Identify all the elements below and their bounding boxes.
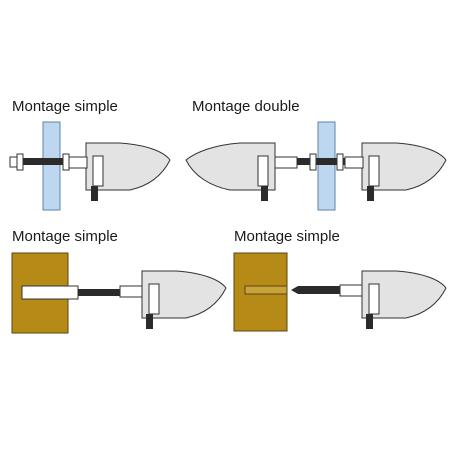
set-screw [146,314,153,329]
glass-panel [42,121,61,211]
connector-sleeve [119,285,143,298]
fitting-body [85,142,171,191]
connector-sleeve-right [344,156,364,169]
fitting-body-left [185,142,276,191]
caption-montage-double: Montage double [192,98,300,115]
connector-sleeve [68,156,88,169]
set-screw [91,186,98,201]
caption-montage-simple-screw: Montage simple [234,228,340,245]
set-screw-right [367,186,374,201]
connector-sleeve [339,284,363,297]
diagram-simple-screw [233,252,447,332]
clamp-block [92,155,104,187]
caption-montage-simple-glass: Montage simple [12,98,118,115]
caption-montage-simple-dowel: Montage simple [12,228,118,245]
diagram-simple-dowel [11,252,227,334]
glass-panel [317,121,336,211]
washer [309,153,317,171]
clamp-block-left [257,155,269,187]
threaded-bolt [297,158,347,165]
fitting-body-right [361,142,447,191]
clamp-block [368,283,380,315]
pilot-hole [244,285,288,295]
wood-screw [291,286,340,294]
wall-dowel [21,285,79,300]
threaded-bolt [22,158,69,165]
set-screw-left [261,186,268,201]
clamp-block [148,283,160,315]
threaded-rod [78,289,120,296]
diagram-double-glass [185,121,447,211]
clamp-block-right [368,155,380,187]
washer [336,153,344,171]
fitting-body [361,270,447,319]
fitting-body [141,270,227,319]
washer [62,153,70,171]
washer [16,153,24,171]
connector-sleeve-left [274,156,298,169]
set-screw [366,314,373,329]
diagram-simple-glass [9,121,171,211]
